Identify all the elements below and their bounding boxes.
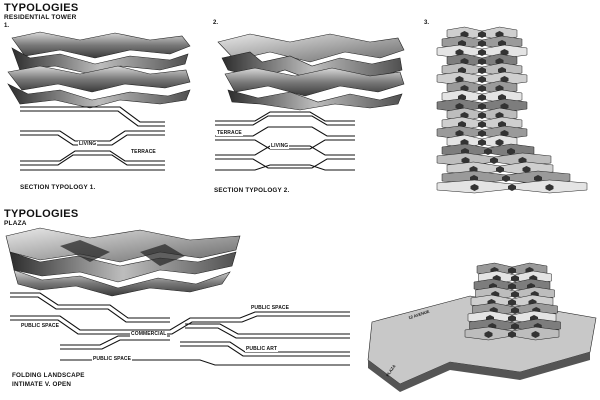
tower-hex-opening (531, 331, 540, 338)
tower-hex-opening (478, 130, 486, 137)
tower-hex-opening (534, 175, 542, 182)
plaza-label-commercial: COMMERCIAL (130, 331, 168, 337)
tower-hex-opening (478, 67, 486, 74)
tower-hex-opening (508, 299, 516, 306)
section1-label-living: LIVING (78, 141, 98, 147)
plaza-caption-line-2: INTIMATE V. OPEN (12, 381, 72, 388)
plaza-title: TYPOLOGIES (4, 208, 79, 220)
plaza-subtitle: PLAZA (4, 220, 27, 227)
section1-caption: SECTION TYPOLOGY 1. (20, 184, 96, 191)
tower-hex-opening (478, 139, 486, 146)
residential-subtitle: RESIDENTIAL TOWER (4, 14, 77, 21)
plaza-ground-edge (368, 352, 590, 392)
tower-hex-opening (490, 157, 498, 164)
tower-hex-opening (478, 76, 486, 83)
tower-hex-opening (455, 103, 464, 110)
plaza-label-public-art: PUBLIC ART (245, 346, 279, 352)
tower-hex-opening (511, 323, 519, 330)
tower-hex-opening (478, 58, 486, 65)
tower-hex-opening (484, 331, 493, 338)
section2-label-living: LIVING (270, 143, 290, 149)
tower-hex-opening (508, 184, 516, 191)
tower-hex-opening (508, 315, 516, 322)
section2-label-terrace: TERRACE (216, 130, 243, 136)
residential-title: TYPOLOGIES (4, 2, 79, 14)
tower-hex-opening (478, 40, 486, 47)
tower-hex-opening (495, 139, 504, 146)
tower-hex-opening (500, 49, 509, 56)
tower-hex-opening (508, 283, 516, 290)
tower-hex-opening (461, 157, 470, 164)
tower-hex-opening (478, 112, 486, 119)
tower-hex-opening (507, 148, 515, 155)
panel-number-3: 3. (424, 20, 430, 26)
tower-hex-opening (478, 31, 486, 38)
tower-hex-opening (500, 130, 509, 137)
tower-hex-opening (522, 166, 531, 173)
tower-hex-opening (478, 94, 486, 101)
tower-hex-opening (484, 148, 492, 155)
tower-hex-opening (511, 307, 519, 314)
plaza-label-public-space-bottom: PUBLIC SPACE (92, 356, 133, 362)
tower-hex-opening (455, 49, 464, 56)
plaza-label-public-space-left: PUBLIC SPACE (20, 323, 61, 329)
tower-hex-opening (455, 76, 464, 83)
tower-hex-opening (508, 267, 516, 274)
tower-hex-opening (511, 275, 519, 282)
tower-hex-opening (478, 121, 486, 128)
tower-hex-opening (500, 103, 509, 110)
tower-hex-opening (455, 130, 464, 137)
tower-hex-opening (508, 331, 516, 338)
plaza-label-public-space-right: PUBLIC SPACE (250, 305, 291, 311)
plaza-caption-line-1: FOLDING LANDSCAPE (12, 372, 85, 379)
panel-number-1: 1. (4, 23, 10, 29)
tower-hex-opening (502, 175, 510, 182)
section1-label-terrace: TERRACE (130, 149, 157, 155)
tower-hex-opening (545, 184, 554, 191)
tower-hex-opening (478, 85, 486, 92)
section2-caption: SECTION TYPOLOGY 2. (214, 187, 290, 194)
tower-hex-opening (500, 76, 509, 83)
tower-hex-opening (470, 184, 479, 191)
tower-hex-opening (511, 291, 519, 298)
tower-hex-opening (478, 49, 486, 56)
panel-number-2: 2. (213, 20, 219, 26)
tower-hex-opening (478, 103, 486, 110)
tower-hex-opening (496, 166, 504, 173)
